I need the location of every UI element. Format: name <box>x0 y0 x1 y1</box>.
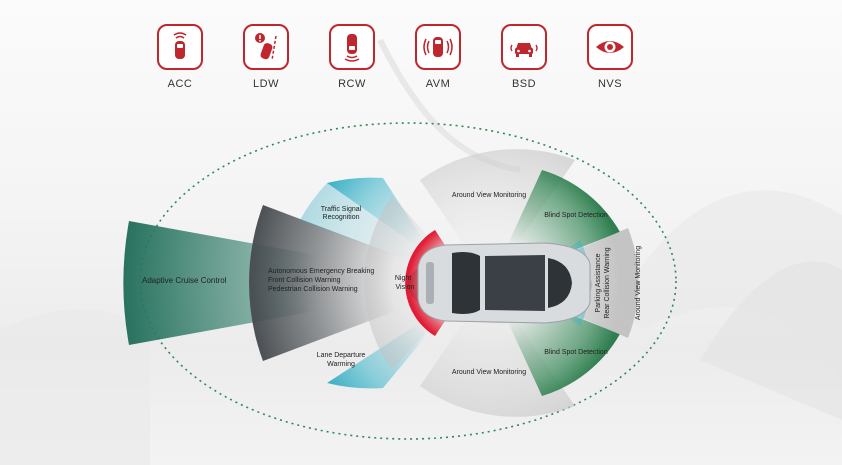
parking-label-line-2: Rear Collision Warning <box>604 247 611 318</box>
aeb-label-line-3: Pedestrian Collision Warning <box>268 286 358 293</box>
coverage-boundary <box>139 122 677 440</box>
feature-nvs[interactable]: NVS <box>580 24 640 90</box>
feature-code: RCW <box>338 78 366 90</box>
car-rear-sensor-icon <box>329 24 375 70</box>
ldw-label-line-2: Warming <box>327 361 355 368</box>
aeb-zone <box>249 205 470 361</box>
ldw-label-line-1: Lane Departure <box>317 352 366 359</box>
tsr-label-line-1: Traffic Signal <box>321 206 362 213</box>
aeb-label-line-2: Front Collision Warning <box>268 277 341 284</box>
lane-departure-warning-icon <box>243 24 289 70</box>
feature-ldw[interactable]: LDW <box>236 24 296 90</box>
feature-code: ACC <box>167 78 193 90</box>
feature-avm[interactable]: AVM <box>408 24 468 90</box>
car-surround-view-icon <box>415 24 461 70</box>
nv-label-line-1: Night <box>395 275 411 282</box>
avm-top-label: Around View Monitoring <box>452 192 526 199</box>
parking-label-line-1: Parking Assistance <box>595 253 602 312</box>
feature-code: AVM <box>425 78 451 90</box>
eye-icon <box>587 24 633 70</box>
acc-label: Adaptive Cruise Control <box>142 276 227 285</box>
lane-departure-zone <box>327 283 470 389</box>
feature-rcw[interactable]: RCW <box>322 24 382 90</box>
car-radar-front-icon <box>157 24 203 70</box>
feature-code: LDW <box>253 78 279 90</box>
car-top-view <box>408 242 592 324</box>
tsr-label-line-2: Recognition <box>323 214 360 221</box>
car-blind-spot-icon <box>501 24 547 70</box>
feature-icon-row: ACC LDW RCW AVM BSD NVS <box>150 24 640 99</box>
bsd-top-label: Blind Spot Detection <box>544 212 608 219</box>
aeb-label-line-1: Autonomous Emergency Breaking <box>268 268 374 275</box>
feature-code: BSD <box>511 78 537 90</box>
nv-label-line-2: Vision <box>396 284 415 291</box>
feature-acc[interactable]: ACC <box>150 24 210 90</box>
feature-bsd[interactable]: BSD <box>494 24 554 90</box>
avm-rear-label: Around View Monitoring <box>635 246 642 320</box>
feature-code: NVS <box>597 78 623 90</box>
avm-bottom-label: Around View Monitoring <box>452 369 526 376</box>
bsd-bottom-label: Blind Spot Detection <box>544 349 608 356</box>
